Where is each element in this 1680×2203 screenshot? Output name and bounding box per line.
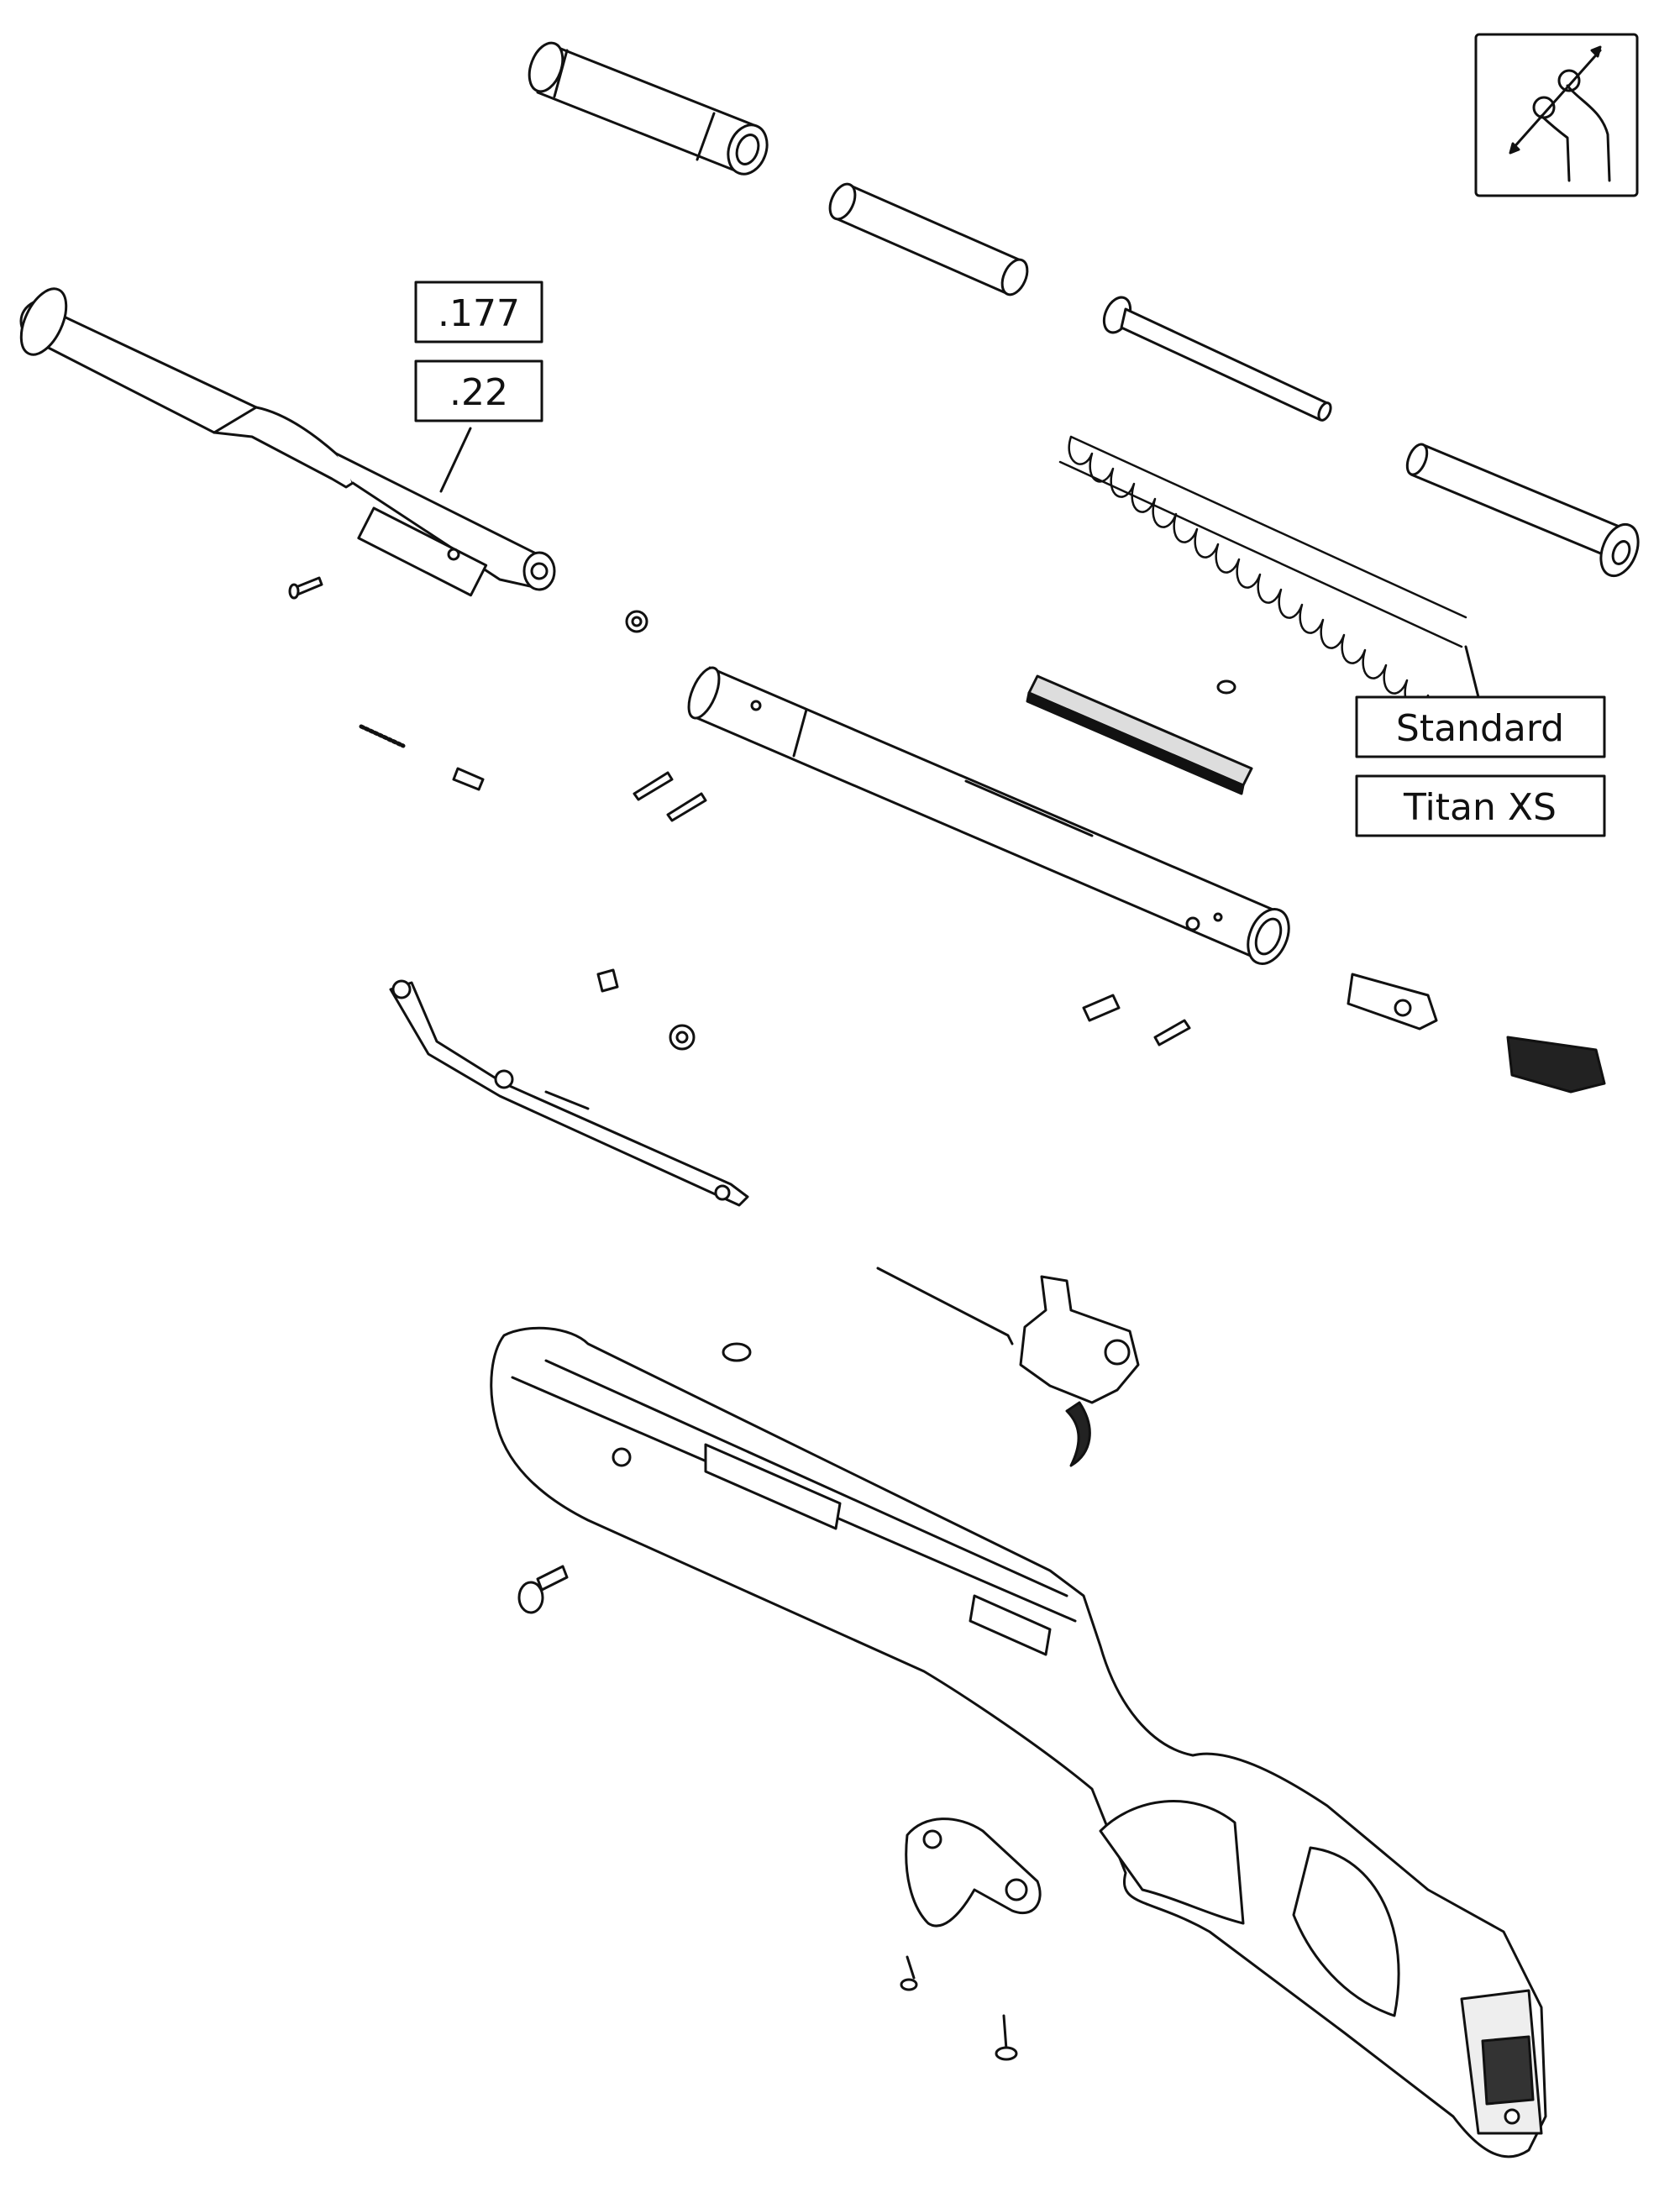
calibre-option-22[interactable]: .22 — [414, 359, 543, 422]
bushing-part[interactable] — [669, 1024, 696, 1051]
small-spring-part[interactable] — [359, 724, 406, 748]
piston-tube-part[interactable] — [825, 181, 1032, 299]
barrel-part[interactable] — [12, 282, 556, 597]
pinch-zoom-icon — [1509, 45, 1611, 182]
pin-pair-2-part[interactable] — [1082, 994, 1191, 1046]
calibre-option-177-label: .177 — [438, 292, 520, 335]
end-cap-knob-part[interactable] — [1506, 1036, 1606, 1094]
cylinder-part[interactable] — [523, 39, 774, 180]
stock-bushing-part[interactable] — [722, 1342, 752, 1362]
detent-plunger-part[interactable] — [452, 767, 485, 791]
rail-screw-part[interactable] — [1216, 679, 1236, 695]
spring-option-standard-label: Standard — [1396, 707, 1564, 750]
trigger-assembly-part[interactable] — [876, 1267, 1140, 1467]
end-cap-guide-part[interactable] — [1404, 442, 1646, 582]
spring-leader-line — [1464, 645, 1480, 699]
guard-screw-front-part[interactable] — [900, 1955, 918, 1991]
clip-part[interactable] — [596, 968, 619, 993]
breech-seal-part[interactable] — [1347, 973, 1438, 1031]
spring-option-standard[interactable]: Standard — [1355, 695, 1606, 758]
pin-pair-1-part[interactable] — [633, 771, 707, 822]
cocking-lever-part[interactable] — [389, 979, 749, 1207]
stock-screw-part[interactable] — [517, 1565, 569, 1614]
mainspring-part[interactable] — [1058, 435, 1472, 740]
detent-ball-part[interactable] — [625, 610, 648, 633]
calibre-option-22-label: .22 — [449, 371, 508, 414]
spring-option-titan-xs[interactable]: Titan XS — [1355, 774, 1606, 837]
spring-guide-part[interactable] — [1099, 293, 1333, 422]
calibre-leader-line — [439, 427, 472, 493]
stock-part[interactable] — [490, 1326, 1547, 2158]
pinch-zoom-hint-button[interactable] — [1474, 33, 1639, 197]
trigger-guard-part[interactable] — [905, 1817, 1042, 1928]
guard-screw-rear-part[interactable] — [995, 2014, 1018, 2061]
spring-option-titan-xs-label: Titan XS — [1403, 786, 1557, 829]
compression-tube-part[interactable] — [683, 664, 1297, 970]
scope-rail-part[interactable] — [1026, 674, 1253, 795]
calibre-option-177[interactable]: .177 — [414, 281, 543, 344]
pivot-bolt-part[interactable] — [288, 576, 323, 600]
